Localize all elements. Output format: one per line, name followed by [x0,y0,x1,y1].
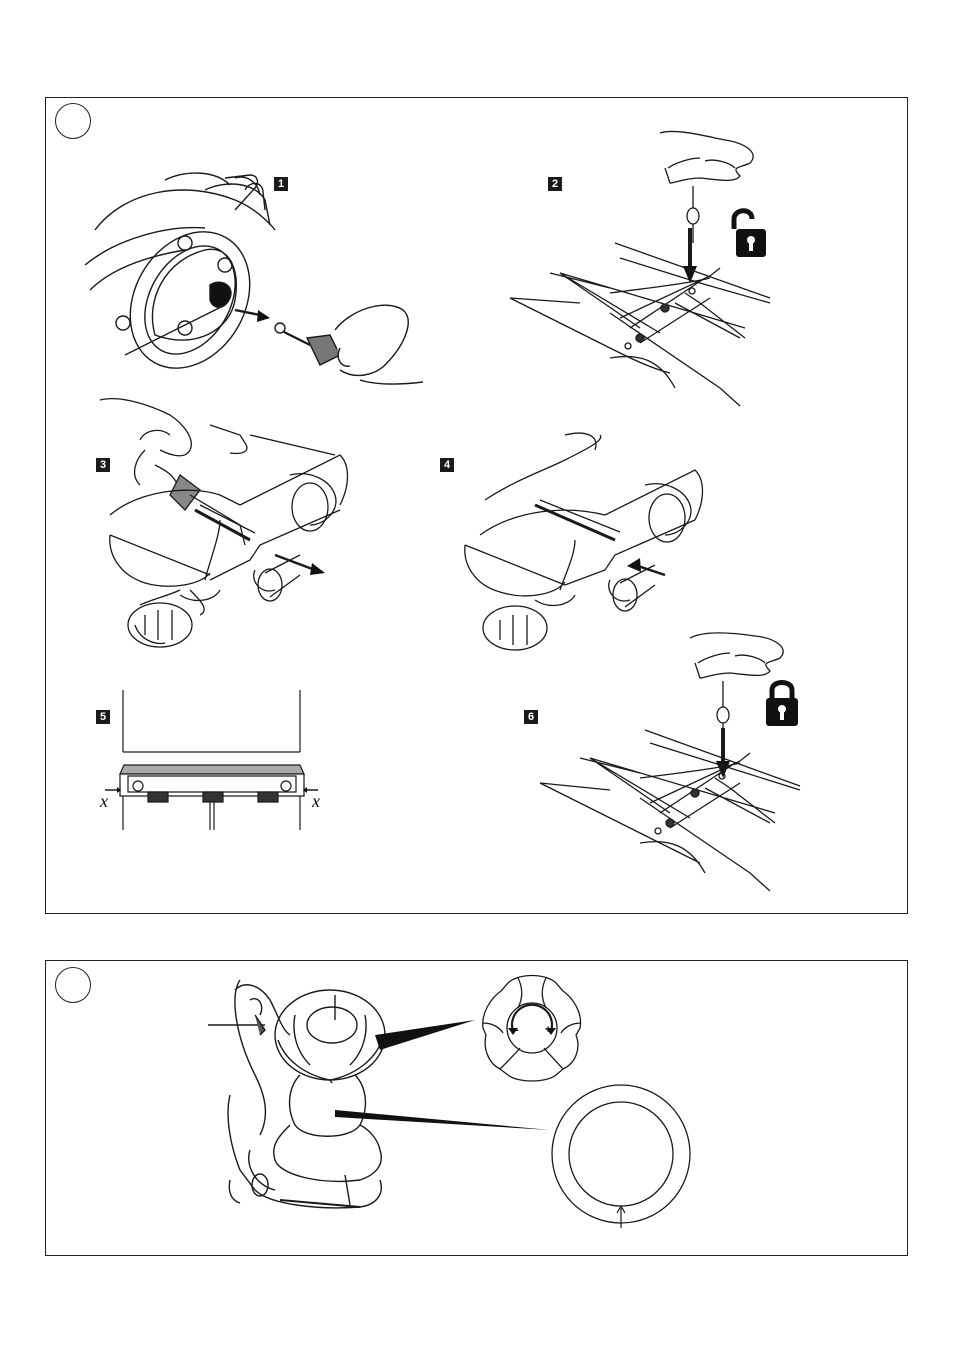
scale-indicator-arrow-icon [614,1204,628,1229]
step-6-illustration [530,618,820,898]
step-3-illustration [100,395,350,655]
padlock-open-icon [728,205,768,260]
dial-minus-symbol: - [515,1024,519,1036]
padlock-closed-icon [762,678,802,728]
figure-number-circle-bottom [55,967,91,1003]
gap-label-left: x [100,792,108,810]
step-1-illustration [85,170,430,390]
figure-number-circle-top [55,103,91,139]
step-5-illustration [100,690,330,830]
gap-label-right: x [312,792,320,810]
step-2-illustration [500,128,790,408]
step-4-label: 4 [440,458,454,472]
dial-plus-symbol: + [545,1024,551,1036]
depth-dial-detail [478,973,586,1083]
depth-adjustment-knob-illustration [200,975,500,1220]
